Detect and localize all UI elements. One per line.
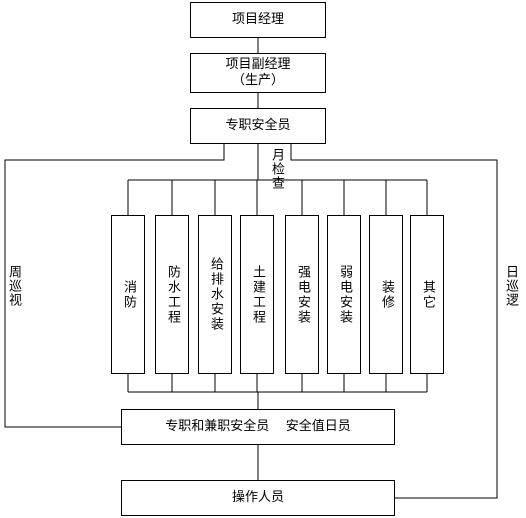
column-power-electrical: 强电安装 (285, 215, 319, 374)
column-other: 其它 (410, 215, 444, 374)
column-waterproofing: 防水工程 (155, 215, 189, 374)
column-low-voltage: 弱电安装 (327, 215, 361, 374)
operators-box: 操作人员 (121, 480, 395, 516)
deputy-manager-box: 项目副经理 （生产） (190, 53, 326, 93)
weekly-loop (4, 144, 225, 428)
column-decoration: 装修 (369, 215, 403, 374)
column-civil-works: 土建工程 (240, 215, 274, 374)
daily-loop (290, 144, 498, 499)
daily-patrol-label: 日巡逻 (503, 265, 518, 307)
column-fire-protection: 消防 (111, 215, 145, 374)
weekly-patrol-label: 周巡视 (6, 265, 21, 307)
safety-staff-box: 专职和兼职安全员 安全值日员 (121, 409, 395, 445)
column-bottom-ticks (127, 374, 428, 392)
safety-officer-box: 专职安全员 (190, 108, 326, 144)
project-manager-box: 项目经理 (190, 2, 326, 38)
column-plumbing: 给排水安装 (198, 215, 232, 374)
column-top-ticks (127, 180, 428, 215)
monthly-inspection-label: 月检查 (269, 148, 284, 190)
